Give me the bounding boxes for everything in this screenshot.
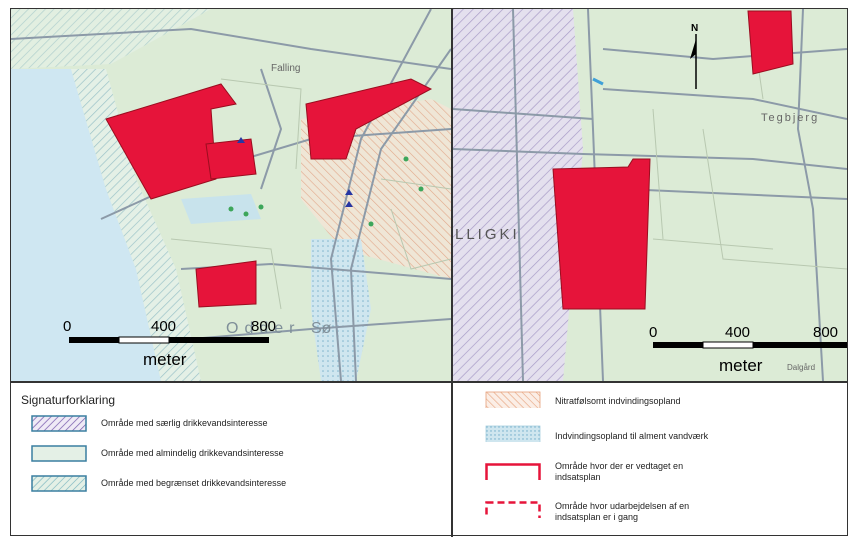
- protection-area-north: [747, 10, 794, 75]
- coastal-hatched-area: [71, 69, 201, 381]
- protection-area-2: [205, 138, 257, 180]
- legend-left-column: Signaturforklaring Område med særlig dri…: [21, 393, 441, 503]
- scale-bar: 0 400 800 meter: [649, 324, 847, 375]
- legend-item-adopted-plan: Område hvor der er vedtaget en indsatspl…: [475, 459, 835, 501]
- legend-item-ordinary: Område med almindelig drikkevandsinteres…: [21, 443, 441, 473]
- legend-item-special: Område med særlig drikkevandsinteresse: [21, 413, 441, 443]
- scale-unit: meter: [143, 350, 187, 369]
- scale-tick-800: 800: [813, 324, 838, 341]
- legend-label: Nitratfølsomt indvindingsopland: [555, 396, 681, 406]
- protection-area-central: [552, 158, 651, 310]
- north-hatched-area: [11, 9, 211, 69]
- scale-segment-1: [653, 342, 703, 348]
- place-label-so: Sø: [311, 320, 332, 337]
- legend-label: Område med almindelig drikkevandsinteres…: [101, 448, 284, 458]
- purple-hatch-swatch: [31, 415, 87, 432]
- scale-tick-400: 400: [725, 324, 750, 341]
- scale-tick-800: 800: [251, 318, 276, 335]
- scale-tick-0: 0: [63, 318, 71, 335]
- legend-label: Område hvor udarbejdelsen af en indsatsp…: [555, 501, 690, 522]
- scale-segment-1: [69, 337, 119, 343]
- map-legend-divider: [11, 381, 847, 383]
- orange-hatch-swatch: [485, 391, 541, 408]
- legend-label: Indvindingsopland til alment vandværk: [555, 431, 709, 441]
- lake-water: [11, 69, 161, 381]
- legend-item-nitrate: Nitratfølsomt indvindingsopland: [475, 391, 835, 421]
- left-map-panel: Falling Odder Sø 0 400 800 meter: [11, 9, 453, 381]
- protection-area-3: [305, 78, 433, 160]
- waterworks-markers: [237, 137, 353, 207]
- field-boundaries: [170, 78, 451, 310]
- light-green-swatch: [31, 445, 87, 462]
- scale-tick-0: 0: [649, 324, 657, 341]
- legend-label: Område med begrænset drikkevandsinteress…: [101, 478, 287, 488]
- legend-label: Område hvor der er vedtaget en indsatspl…: [555, 461, 684, 482]
- place-label-odder: Odder: [226, 320, 300, 337]
- right-map-panel: N Tegbjerg LLIGKI Dalgård 0 400 800 mete…: [453, 9, 847, 381]
- teal-hatch-swatch: [31, 475, 87, 492]
- scale-unit: meter: [719, 356, 763, 375]
- red-solid-outline-swatch: [485, 463, 541, 480]
- blue-dotted-swatch: [485, 425, 541, 442]
- legend-label: Område med særlig drikkevandsinteresse: [101, 418, 268, 428]
- legend-item-plan-in-progress: Område hvor udarbejdelsen af en indsatsp…: [475, 501, 835, 531]
- pond: [181, 194, 261, 224]
- right-map-canvas: N Tegbjerg LLIGKI Dalgård 0 400 800 mete…: [453, 9, 847, 381]
- scale-segment-3: [753, 342, 847, 348]
- scale-segment-2: [702, 341, 754, 349]
- legend-item-catchment: Indvindingsopland til alment vandværk: [475, 421, 835, 459]
- protection-area-4: [195, 260, 257, 308]
- legend-item-limited: Område med begrænset drikkevandsinteress…: [21, 473, 441, 503]
- place-label-tegbjerg: Tegbjerg: [761, 112, 819, 124]
- red-dashed-outline-swatch: [485, 501, 541, 518]
- scale-bar: 0 400 800 meter: [63, 318, 276, 369]
- legend-right-column: Nitratfølsomt indvindingsopland Indvindi…: [475, 391, 835, 531]
- stream: [592, 77, 604, 86]
- place-label-lligki: LLIGKI: [455, 226, 520, 243]
- north-arrow: N: [690, 23, 698, 89]
- place-label-falling: Falling: [271, 63, 300, 74]
- well-markers: [228, 156, 424, 227]
- legend-title: Signaturforklaring: [21, 393, 116, 407]
- protection-area-1: [105, 83, 237, 200]
- legend-column-divider: [451, 383, 453, 537]
- map-figure: Falling Odder Sø 0 400 800 meter: [10, 8, 848, 537]
- north-label: N: [691, 23, 698, 34]
- scale-tick-400: 400: [151, 318, 176, 335]
- catchment-area: [311, 239, 371, 381]
- scale-segment-3: [169, 337, 269, 343]
- left-map-canvas: Falling Odder Sø 0 400 800 meter: [11, 9, 451, 381]
- place-label-dalgaard: Dalgård: [787, 363, 815, 372]
- scale-segment-2: [118, 336, 170, 344]
